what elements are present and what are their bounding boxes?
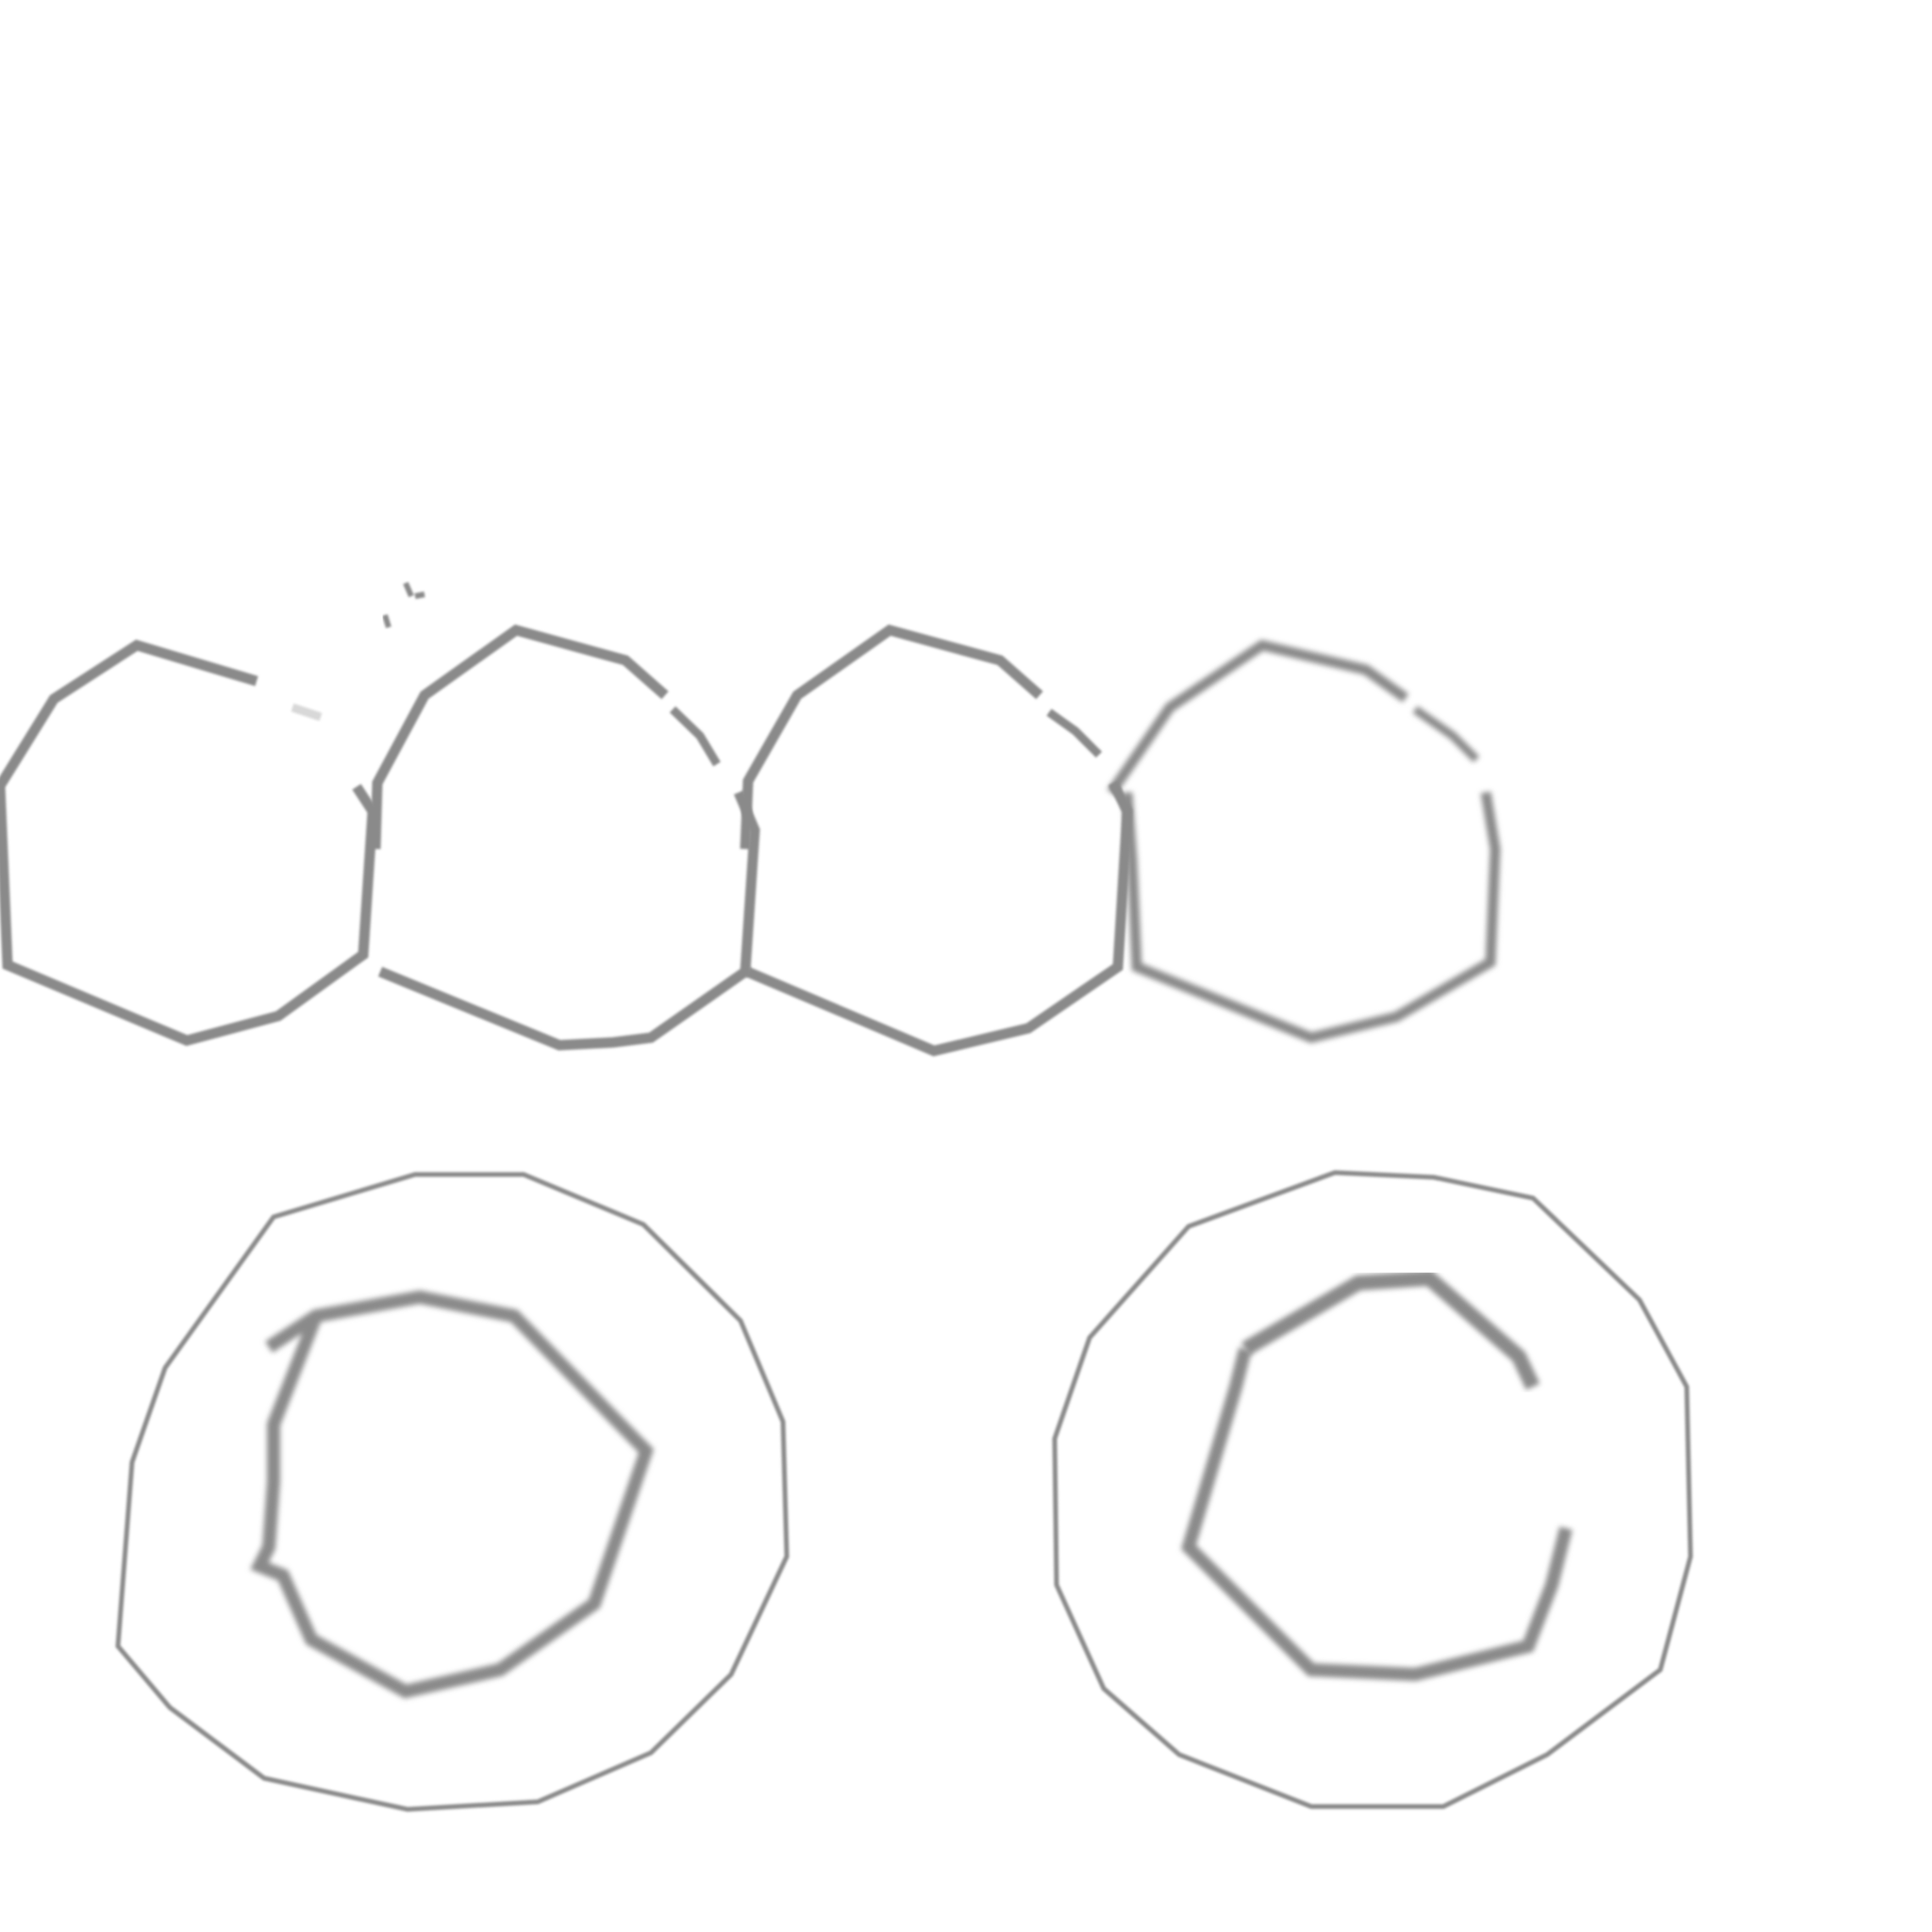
top-row-shapes [0, 581, 1501, 1057]
stray-marks [382, 581, 425, 628]
polygon-outline-1 [0, 640, 378, 1046]
polygon-outline-4 [1107, 640, 1501, 1043]
ring-outline-left [115, 1172, 790, 1812]
ring-outline-right [1052, 1170, 1693, 1809]
polygon-outline-2 [370, 625, 760, 1051]
polygon-outline-3 [740, 625, 1133, 1057]
bottom-row-shapes [115, 1170, 1693, 1812]
